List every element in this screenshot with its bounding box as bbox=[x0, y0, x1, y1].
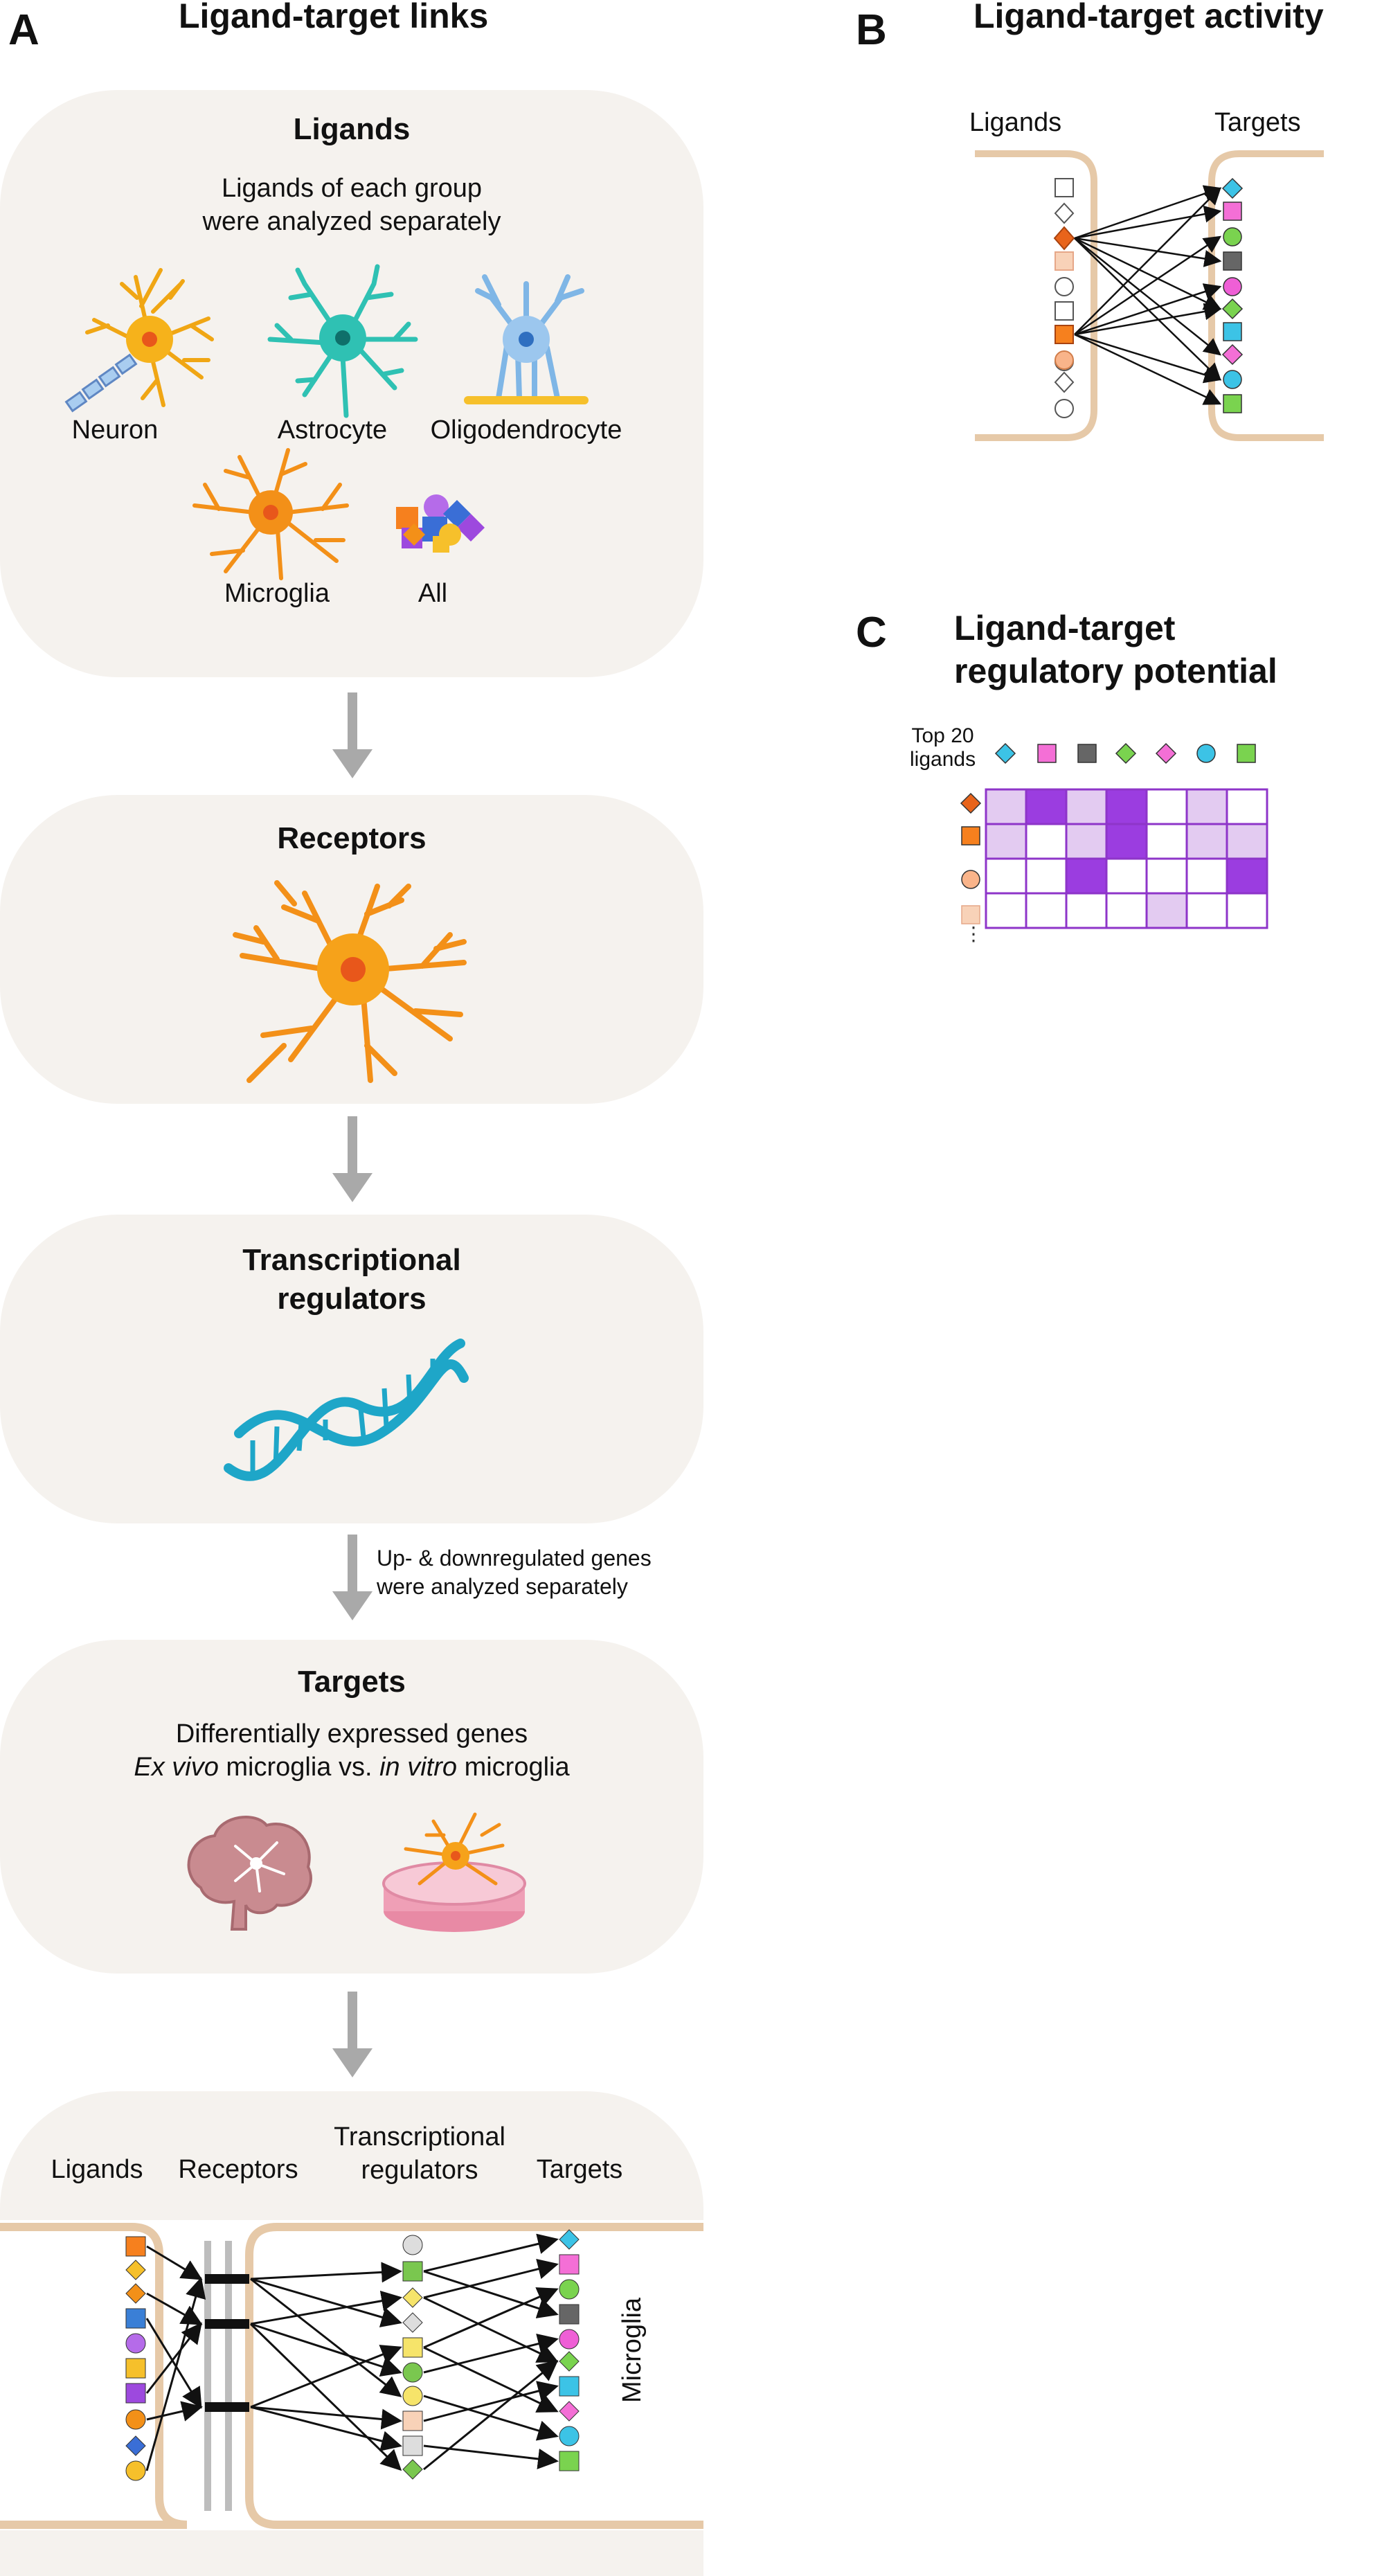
panel-c-title-line2: regulatory potential bbox=[954, 652, 1277, 690]
targets-line2: Ex vivo microglia vs. in vitro microglia bbox=[0, 1751, 703, 1784]
regulators-title-line2: regulators bbox=[277, 1282, 427, 1316]
panel-c-letter: C bbox=[856, 609, 887, 656]
neuron-label: Neuron bbox=[71, 415, 159, 445]
heatmap-cell bbox=[1145, 823, 1188, 860]
oligodendrocyte-icon bbox=[464, 274, 589, 404]
targets-box-text: Differentially expressed genes Ex vivo m… bbox=[0, 1717, 703, 1784]
heatmap-cell bbox=[985, 857, 1027, 895]
heatmap-cell bbox=[1025, 857, 1068, 895]
receptors-box-title: Receptors bbox=[277, 821, 427, 855]
regulators-box-title: Transcriptional regulators bbox=[0, 1241, 703, 1318]
regulators-box: Transcriptional regulators bbox=[0, 1215, 703, 1523]
flow-arrow-3 bbox=[332, 1535, 373, 1620]
heatmap-cell bbox=[1226, 892, 1268, 929]
all-label: All bbox=[418, 579, 448, 608]
heatmap-cell bbox=[1065, 857, 1108, 895]
panel-b-title: Ligand-target activity bbox=[973, 0, 1324, 35]
heatmap-cell bbox=[1226, 823, 1268, 860]
flow-arrow-2 bbox=[332, 1116, 373, 1202]
microglia-ligand-icon bbox=[192, 448, 349, 580]
heatmap-cell bbox=[1226, 857, 1268, 895]
network-col-regulators-line2: regulators bbox=[361, 2156, 478, 2185]
heatmap-ellipsis: ⋮ bbox=[964, 923, 983, 945]
network-col-receptors: Receptors bbox=[178, 2155, 298, 2184]
heatmap-cell bbox=[1065, 823, 1108, 860]
regulators-title-line1: Transcriptional bbox=[242, 1243, 461, 1277]
heatmap-cell bbox=[1226, 788, 1268, 825]
heatmap-cell bbox=[1185, 892, 1228, 929]
panel-a-title: Ligand-target links bbox=[179, 0, 489, 35]
ligands-subtitle-line2: were analyzed separately bbox=[202, 207, 501, 236]
heatmap-cell bbox=[1185, 823, 1228, 860]
heatmap-cell bbox=[1185, 788, 1228, 825]
oligodendrocyte-label: Oligodendrocyte bbox=[430, 415, 622, 445]
ligands-subtitle-line1: Ligands of each group bbox=[221, 174, 483, 203]
heatmap-cell bbox=[985, 823, 1027, 860]
updown-note-line2: were analyzed separately bbox=[377, 1574, 628, 1599]
network-diagram bbox=[0, 2220, 703, 2530]
panel-b-ligands-label: Ligands bbox=[969, 108, 1062, 137]
heatmap-cell bbox=[1105, 823, 1148, 860]
heatmap-row-header: Top 20 ligands bbox=[910, 724, 976, 771]
ligands-box-title: Ligands bbox=[293, 112, 411, 146]
updown-note-line1: Up- & downregulated genes bbox=[377, 1546, 652, 1571]
heatmap-cell bbox=[1145, 857, 1188, 895]
panel-b-letter: B bbox=[856, 6, 887, 54]
astrocyte-icon bbox=[267, 264, 418, 418]
targets-line1: Differentially expressed genes bbox=[175, 1719, 528, 1748]
petri-dish-icon bbox=[382, 1812, 526, 1932]
heatmap-cell bbox=[1025, 823, 1068, 860]
network-col-regulators: Transcriptional regulators bbox=[316, 2120, 523, 2187]
microglia-receptor-icon bbox=[233, 880, 467, 1083]
ligand-target-activity-diagram bbox=[975, 150, 1324, 441]
astrocyte-label: Astrocyte bbox=[277, 415, 388, 445]
heatmap-cell bbox=[1105, 892, 1148, 929]
flow-arrow-4 bbox=[332, 1992, 373, 2077]
targets-line2-end: microglia bbox=[457, 1753, 570, 1782]
heatmap-cell bbox=[985, 892, 1027, 929]
heatmap-panel: ⋮ bbox=[960, 742, 1268, 945]
flow-arrow-1 bbox=[332, 692, 373, 778]
panel-b-targets-label: Targets bbox=[1214, 108, 1301, 137]
targets-box: Targets Differentially expressed genes E… bbox=[0, 1640, 703, 1974]
targets-line2-italic2: in vitro bbox=[379, 1753, 458, 1782]
panel-c-title: Ligand-target regulatory potential bbox=[954, 607, 1277, 692]
heatmap-cell bbox=[1065, 788, 1108, 825]
network-col-targets: Targets bbox=[536, 2155, 623, 2184]
heatmap-cell bbox=[1105, 788, 1148, 825]
panel-a-letter: A bbox=[8, 6, 39, 54]
updown-note: Up- & downregulated genes were analyzed … bbox=[377, 1544, 652, 1601]
heatmap-cell bbox=[985, 788, 1027, 825]
network-col-ligands: Ligands bbox=[51, 2155, 143, 2184]
heatmap-cell bbox=[1185, 857, 1228, 895]
heatmap-cell bbox=[1105, 857, 1148, 895]
all-shapes-icon bbox=[396, 494, 485, 553]
heatmap-cell bbox=[1025, 788, 1068, 825]
heatmap-cell bbox=[1025, 892, 1068, 929]
heatmap-cells bbox=[985, 788, 1268, 929]
ligands-box: Ligands Ligands of each group were analy… bbox=[0, 90, 703, 677]
targets-line2-italic1: Ex vivo bbox=[134, 1753, 219, 1782]
heatmap-cell bbox=[1065, 892, 1108, 929]
ligands-box-subtitle: Ligands of each group were analyzed sepa… bbox=[0, 172, 703, 238]
targets-box-title: Targets bbox=[298, 1665, 406, 1699]
network-col-regulators-line1: Transcriptional bbox=[334, 2122, 505, 2152]
microglia-label: Microglia bbox=[224, 579, 330, 608]
brain-icon bbox=[187, 1816, 312, 1931]
neuron-icon bbox=[64, 268, 214, 413]
heatmap-cell bbox=[1145, 788, 1188, 825]
dna-icon bbox=[224, 1339, 469, 1481]
heatmap-row-header-line1: Top 20 bbox=[911, 724, 974, 747]
microglia-side-label: Microglia bbox=[618, 2297, 647, 2403]
panel-c-title-line1: Ligand-target bbox=[954, 609, 1176, 647]
heatmap-row-header-line2: ligands bbox=[910, 748, 976, 771]
heatmap-cell bbox=[1145, 892, 1188, 929]
targets-line2-mid: microglia vs. bbox=[218, 1753, 380, 1782]
